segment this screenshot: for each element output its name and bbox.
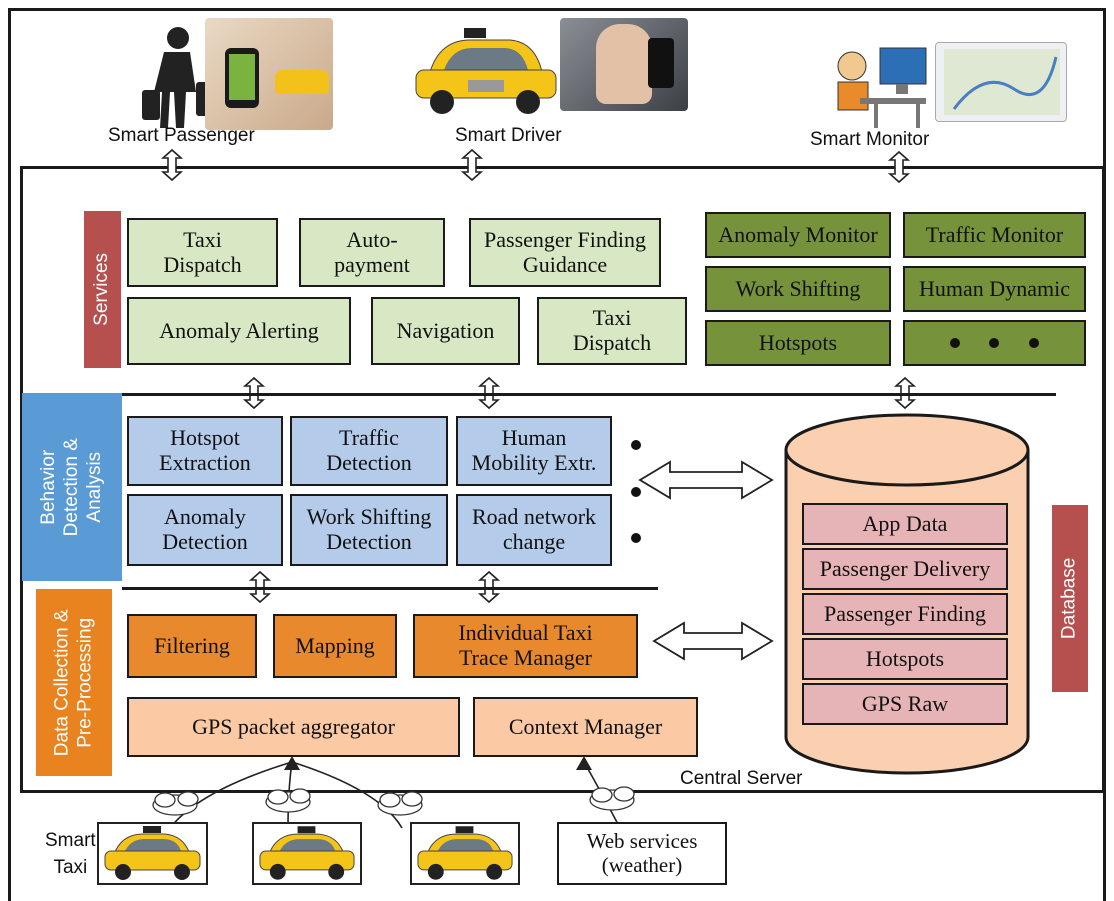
- monitor-server-arrow: [889, 151, 909, 183]
- behavior-data-divider: [122, 587, 658, 590]
- behavior-layer-label: Behavior Detection & Analysis: [22, 393, 122, 581]
- taxi-icon: [104, 826, 201, 880]
- map-screenshot-picture: [935, 42, 1067, 122]
- hotspot-extraction-box: Hotspot Extraction: [127, 416, 283, 486]
- central-server-label: Central Server: [680, 768, 803, 789]
- services-behavior-divider: [122, 393, 1056, 396]
- taxi-dispatch-service-2: Taxi Dispatch: [537, 297, 687, 365]
- data-collection-layer-label: Data Collection & Pre-Processing: [36, 589, 112, 776]
- passenger-server-arrow: [162, 149, 182, 181]
- vertical-ellipsis-dot: [631, 440, 641, 450]
- mapping-box: Mapping: [273, 614, 397, 678]
- ellipsis-dot: [989, 338, 1000, 348]
- db-item-hotspots: Hotspots: [802, 638, 1008, 680]
- auto-payment-service: Auto- payment: [299, 218, 445, 287]
- traffic-monitor-service: Traffic Monitor: [903, 212, 1086, 258]
- services-layer-label: Services: [84, 211, 121, 368]
- behavior-database-arrow: [638, 460, 774, 500]
- smart-driver-label: Smart Driver: [455, 125, 562, 146]
- vertical-ellipsis-dot: [631, 533, 641, 543]
- trace-manager-box: Individual Taxi Trace Manager: [413, 614, 638, 678]
- work-shifting-service: Work Shifting: [705, 266, 891, 312]
- taxi-box-2: [252, 822, 362, 885]
- anomaly-monitor-service: Anomaly Monitor: [705, 212, 891, 258]
- monitor-person-icon: [837, 47, 927, 128]
- road-network-box: Road network change: [456, 494, 612, 566]
- vertical-ellipsis-dot: [631, 487, 641, 497]
- db-item-passenger-delivery: Passenger Delivery: [802, 548, 1008, 590]
- hand-phone-picture: [560, 18, 688, 111]
- driver-server-arrow: [462, 149, 482, 181]
- taxi-car-icon: [415, 28, 557, 114]
- taxi-icon: [259, 826, 355, 880]
- smart-taxi-label: Smart Taxi: [45, 830, 96, 878]
- anomaly-detection-box: Anomaly Detection: [127, 494, 283, 566]
- db-item-gps-raw: GPS Raw: [802, 683, 1008, 725]
- traffic-detection-box: Traffic Detection: [290, 416, 448, 486]
- navigation-service: Navigation: [371, 297, 520, 365]
- web-services-box: Web services (weather): [557, 822, 727, 885]
- phone-taxi-picture: [205, 18, 333, 130]
- taxi-box-3: [410, 822, 520, 885]
- human-dynamic-service: Human Dynamic: [903, 266, 1086, 312]
- taxi-box-1: [97, 822, 208, 885]
- gps-packet-aggregator-box: GPS packet aggregator: [127, 697, 460, 757]
- hotspots-service: Hotspots: [705, 320, 891, 366]
- smart-monitor-label: Smart Monitor: [810, 129, 930, 150]
- cloud-icons: [152, 786, 635, 816]
- db-item-passenger-finding: Passenger Finding: [802, 593, 1008, 635]
- ellipsis-dot: [1029, 338, 1040, 348]
- anomaly-alerting-service: Anomaly Alerting: [127, 297, 351, 365]
- context-manager-box: Context Manager: [473, 697, 698, 757]
- human-mobility-box: Human Mobility Extr.: [456, 416, 612, 486]
- filtering-box: Filtering: [127, 614, 257, 678]
- database-layer-label: Database: [1052, 505, 1088, 692]
- more-services-box: [903, 320, 1086, 366]
- data-database-arrow: [652, 621, 774, 661]
- passenger-finding-service: Passenger Finding Guidance: [469, 218, 661, 287]
- smart-passenger-label: Smart Passenger: [108, 125, 255, 146]
- central-server-frame: [20, 166, 1105, 793]
- taxi-dispatch-service: Taxi Dispatch: [127, 218, 278, 287]
- work-shifting-detection-box: Work Shifting Detection: [290, 494, 448, 566]
- db-item-app-data: App Data: [802, 503, 1008, 545]
- taxi-icon: [417, 826, 513, 880]
- ellipsis-dot: [949, 338, 960, 348]
